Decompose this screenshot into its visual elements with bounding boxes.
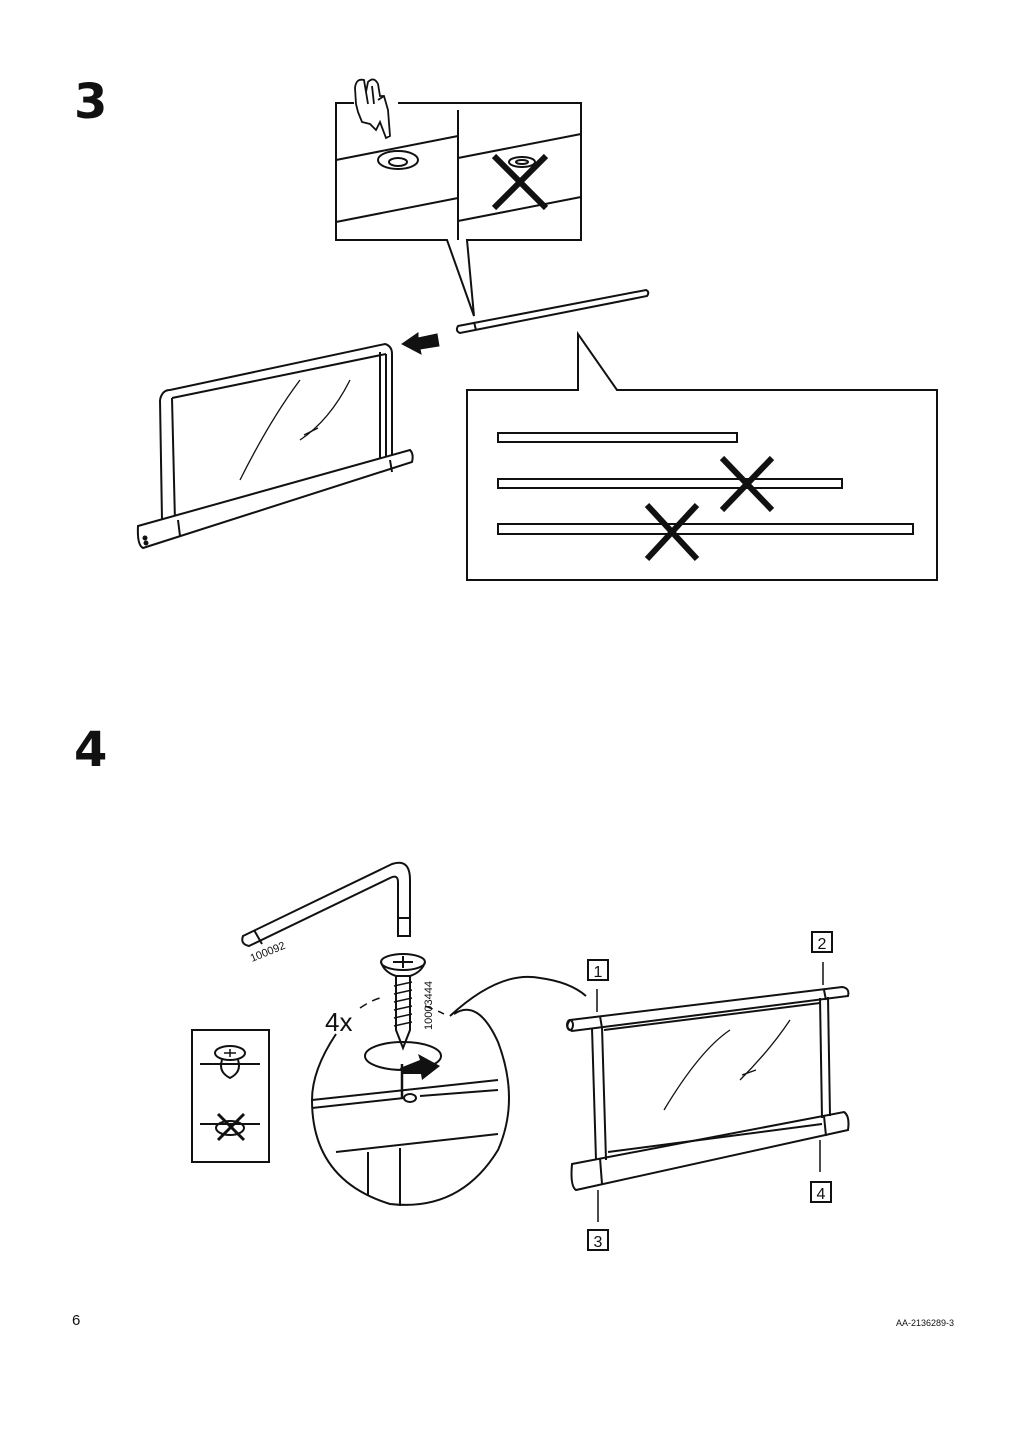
- cross-mark-icon: [216, 1112, 246, 1142]
- cross-mark-icon: [491, 153, 549, 211]
- cross-mark-icon: [644, 455, 775, 562]
- allen-key: [241, 861, 411, 948]
- direction-arrow-icon: [401, 332, 440, 355]
- rod-length-callout: [466, 330, 938, 581]
- countersink-correct: [377, 150, 419, 170]
- document-code: AA-2136289-3: [896, 1318, 955, 1328]
- position-label-2: 2: [818, 936, 827, 953]
- step-3-number: 3: [74, 74, 108, 130]
- step-4-illustration: [191, 861, 850, 1251]
- countersink-callout: [335, 78, 582, 317]
- step-4-number: 4: [74, 722, 108, 778]
- countersink-wrong: [508, 156, 536, 168]
- rod-much-too-long: [497, 523, 914, 535]
- rod-too-long: [497, 478, 843, 489]
- screw-depth-box: [191, 1029, 270, 1163]
- position-label-4: 4: [817, 1186, 826, 1203]
- screw-depth-wrong: [200, 1112, 260, 1142]
- detail-magnifier: [310, 975, 587, 1206]
- pointing-hand-icon: [354, 78, 391, 140]
- screw: [380, 953, 426, 1051]
- frame-panel-step3: [136, 342, 414, 550]
- page-number: 6: [72, 1312, 81, 1329]
- quantity-label: 4x: [325, 1007, 352, 1037]
- position-label-1: 1: [594, 964, 603, 981]
- position-label-3: 3: [594, 1234, 603, 1251]
- rod-correct-length: [497, 432, 738, 443]
- screw-depth-correct: [200, 1045, 260, 1080]
- frame-panel-step4: [566, 931, 850, 1251]
- rod: [455, 288, 650, 335]
- screw-code: 10003444: [423, 981, 435, 1030]
- step-3-illustration: [136, 78, 938, 581]
